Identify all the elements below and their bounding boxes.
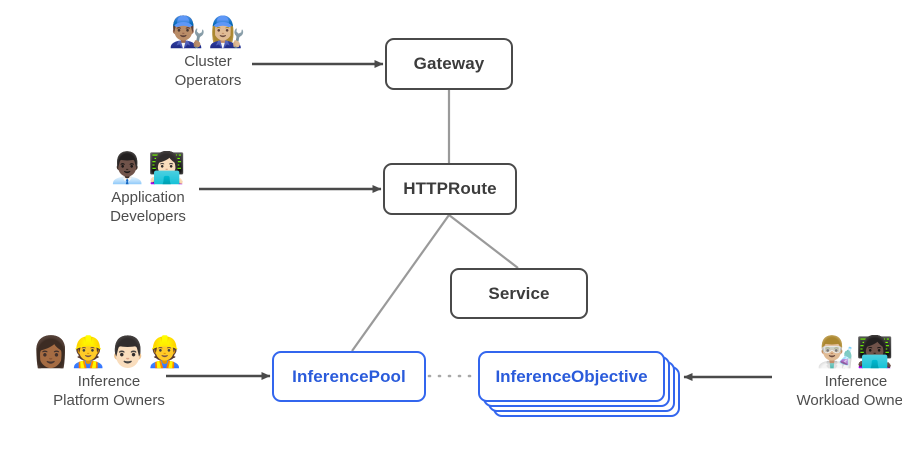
- actor-cluster-operators-label: Cluster Operators: [174, 53, 242, 89]
- mechanic-pair-icon: 👨🏽‍🔧👩🏼‍🔧: [168, 16, 248, 49]
- actor-inference-platform-owners: 👩🏾‍👷👨🏻‍👷 Inference Platform Owners: [24, 336, 194, 410]
- actor-inference-workload-owners: 👨🏼‍🔬👩🏿‍💻 Inference Workload Owners: [768, 336, 902, 410]
- actor-inference-workload-owners-label: Inference Workload Owners: [796, 373, 902, 409]
- edge-httproute-inferencepool: [351, 214, 450, 352]
- node-inferencepool[interactable]: InferencePool: [272, 351, 426, 402]
- node-inferenceobjective-stack[interactable]: InferenceObjective: [478, 351, 682, 417]
- actor-inference-platform-owners-label: Inference Platform Owners: [53, 373, 165, 409]
- actor-application-developers-label: Application Developers: [110, 189, 186, 225]
- node-gateway[interactable]: Gateway: [385, 38, 513, 90]
- actor-cluster-operators: 👨🏽‍🔧👩🏼‍🔧 Cluster Operators: [146, 16, 270, 90]
- edge-httproute-service: [448, 214, 519, 269]
- node-httproute[interactable]: HTTPRoute: [383, 163, 517, 215]
- scientist-technologist-pair-icon: 👨🏼‍🔬👩🏿‍💻: [816, 336, 896, 369]
- actor-application-developers: 👨🏿‍💼👩🏻‍💻 Application Developers: [86, 152, 210, 226]
- node-inferenceobjective[interactable]: InferenceObjective: [478, 351, 665, 402]
- construction-worker-pair-icon: 👩🏾‍👷👨🏻‍👷: [32, 336, 186, 369]
- office-worker-technologist-pair-icon: 👨🏿‍💼👩🏻‍💻: [108, 152, 188, 185]
- node-service[interactable]: Service: [450, 268, 588, 319]
